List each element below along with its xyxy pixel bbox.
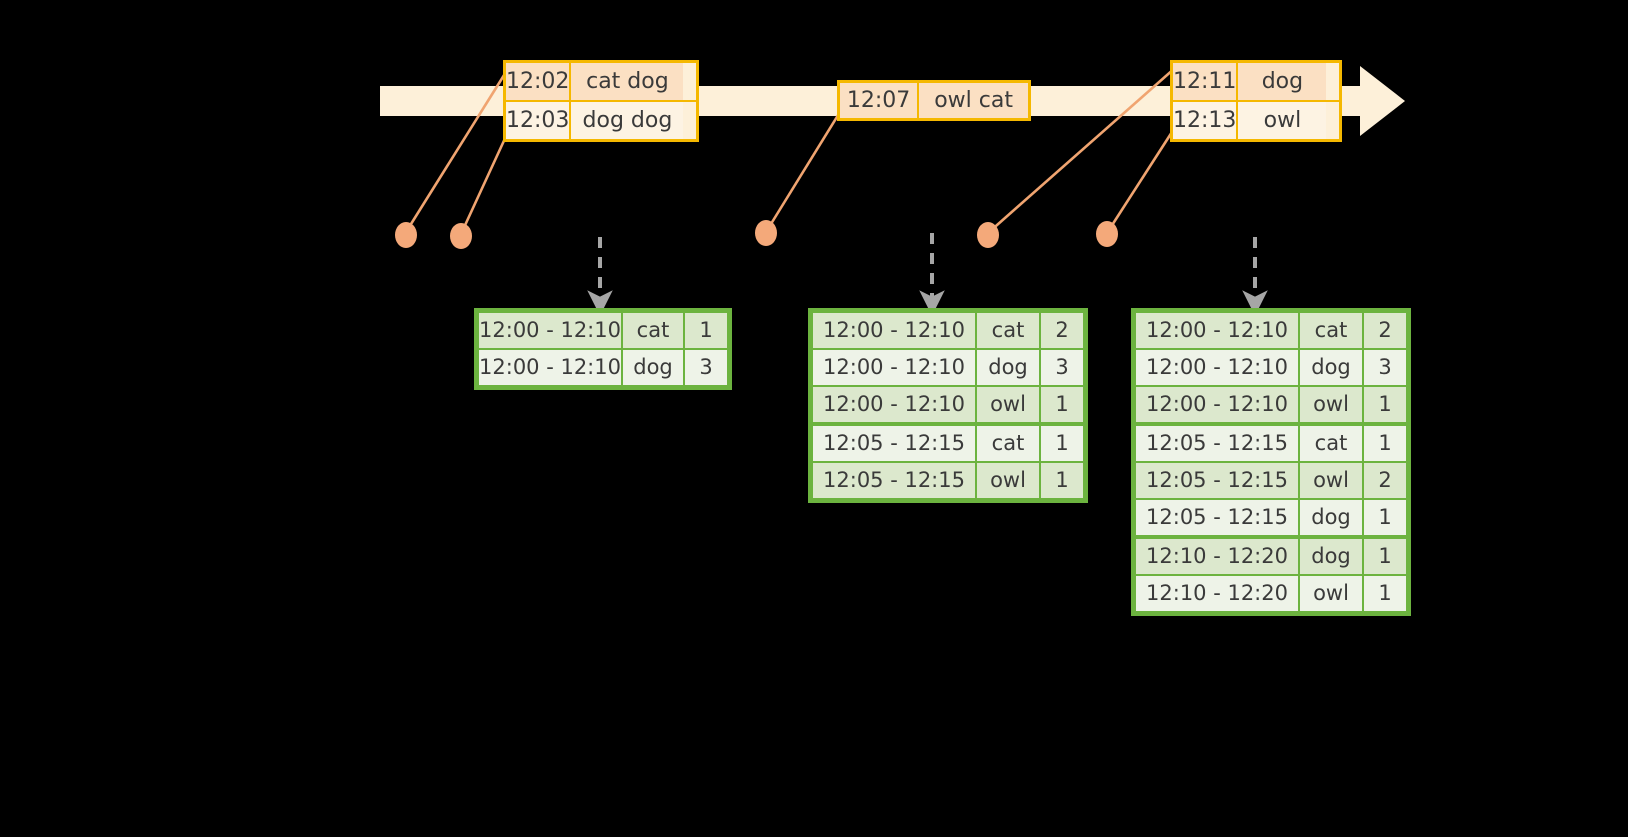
- window-group: 12:00 - 12:10 cat 2 12:00 - 12:10 dog 3 …: [813, 313, 1083, 422]
- result-table-1[interactable]: 12:00 - 12:10 cat 1 12:00 - 12:10 dog 3: [474, 308, 732, 390]
- window-group: 12:05 - 12:15 cat 1 12:05 - 12:15 owl 2 …: [1136, 426, 1406, 535]
- key-cell: dog: [977, 350, 1039, 385]
- key-cell: owl: [1300, 387, 1362, 422]
- table-row[interactable]: 12:00 - 12:10 owl 1: [1136, 387, 1406, 422]
- event-time: 12:11: [1173, 63, 1239, 100]
- count-cell: 1: [1364, 576, 1406, 611]
- result-table-2[interactable]: 12:00 - 12:10 cat 2 12:00 - 12:10 dog 3 …: [808, 308, 1088, 503]
- table-row[interactable]: 12:00 - 12:10 cat 2: [813, 313, 1083, 348]
- table-row[interactable]: 12:00 - 12:10 cat 1: [479, 313, 727, 348]
- table-row[interactable]: 12:05 - 12:15 owl 2: [1136, 463, 1406, 498]
- window-cell: 12:00 - 12:10: [1136, 387, 1298, 422]
- event-group-2[interactable]: 12:07 owl cat: [837, 80, 1031, 121]
- table-row[interactable]: 12:10 - 12:20 dog 1: [1136, 539, 1406, 574]
- count-cell: 1: [1364, 500, 1406, 535]
- event-row[interactable]: 12:07 owl cat: [840, 83, 1028, 118]
- count-cell: 1: [1364, 387, 1406, 422]
- count-cell: 2: [1364, 313, 1406, 348]
- window-cell: 12:10 - 12:20: [1136, 576, 1298, 611]
- count-cell: 1: [1041, 387, 1083, 422]
- event-row[interactable]: 12:03 dog dog: [506, 100, 696, 139]
- table-row[interactable]: 12:10 - 12:20 owl 1: [1136, 576, 1406, 611]
- key-cell: owl: [1300, 576, 1362, 611]
- window-cell: 12:00 - 12:10: [479, 313, 621, 348]
- count-cell: 1: [1041, 426, 1083, 461]
- event-payload: cat dog: [571, 63, 684, 100]
- window-cell: 12:05 - 12:15: [813, 426, 975, 461]
- event-payload: dog dog: [571, 102, 684, 139]
- window-cell: 12:00 - 12:10: [813, 313, 975, 348]
- window-cell: 12:10 - 12:20: [1136, 539, 1298, 574]
- count-cell: 3: [1364, 350, 1406, 385]
- count-cell: 1: [1041, 463, 1083, 498]
- window-cell: 12:05 - 12:15: [1136, 500, 1298, 535]
- table-row[interactable]: 12:00 - 12:10 owl 1: [813, 387, 1083, 422]
- count-cell: 2: [1364, 463, 1406, 498]
- key-cell: cat: [977, 313, 1039, 348]
- window-cell: 12:00 - 12:10: [479, 350, 621, 385]
- result-table-3[interactable]: 12:00 - 12:10 cat 2 12:00 - 12:10 dog 3 …: [1131, 308, 1411, 616]
- event-payload: dog: [1238, 63, 1327, 100]
- window-cell: 12:00 - 12:10: [1136, 313, 1298, 348]
- key-cell: dog: [623, 350, 683, 385]
- event-group-1[interactable]: 12:02 cat dog 12:03 dog dog: [503, 60, 699, 142]
- count-cell: 2: [1041, 313, 1083, 348]
- count-cell: 1: [1364, 426, 1406, 461]
- event-time: 12:13: [1173, 102, 1239, 139]
- count-cell: 1: [685, 313, 727, 348]
- key-cell: dog: [1300, 350, 1362, 385]
- key-cell: owl: [977, 387, 1039, 422]
- event-time: 12:03: [506, 102, 572, 139]
- window-group: 12:00 - 12:10 cat 1 12:00 - 12:10 dog 3: [479, 313, 727, 385]
- key-cell: dog: [1300, 500, 1362, 535]
- connector-lines: [404, 67, 1176, 235]
- table-row[interactable]: 12:00 - 12:10 dog 3: [479, 350, 727, 385]
- window-cell: 12:00 - 12:10: [813, 350, 975, 385]
- window-cell: 12:00 - 12:10: [813, 387, 975, 422]
- key-cell: cat: [1300, 313, 1362, 348]
- table-row[interactable]: 12:00 - 12:10 cat 2: [1136, 313, 1406, 348]
- event-group-3[interactable]: 12:11 dog 12:13 owl: [1170, 60, 1342, 142]
- table-row[interactable]: 12:05 - 12:15 cat 1: [813, 426, 1083, 461]
- event-time: 12:07: [840, 83, 920, 118]
- count-cell: 1: [1364, 539, 1406, 574]
- window-group: 12:05 - 12:15 cat 1 12:05 - 12:15 owl 1: [813, 426, 1083, 498]
- window-cell: 12:05 - 12:15: [1136, 426, 1298, 461]
- window-cell: 12:05 - 12:15: [813, 463, 975, 498]
- event-row[interactable]: 12:02 cat dog: [506, 63, 696, 100]
- key-cell: dog: [1300, 539, 1362, 574]
- table-row[interactable]: 12:05 - 12:15 cat 1: [1136, 426, 1406, 461]
- key-cell: cat: [623, 313, 683, 348]
- window-group: 12:10 - 12:20 dog 1 12:10 - 12:20 owl 1: [1136, 539, 1406, 611]
- event-row[interactable]: 12:13 owl: [1173, 100, 1339, 139]
- key-cell: owl: [1300, 463, 1362, 498]
- table-row[interactable]: 12:05 - 12:15 dog 1: [1136, 500, 1406, 535]
- key-cell: owl: [977, 463, 1039, 498]
- table-row[interactable]: 12:00 - 12:10 dog 3: [813, 350, 1083, 385]
- window-cell: 12:05 - 12:15: [1136, 463, 1298, 498]
- event-row[interactable]: 12:11 dog: [1173, 63, 1339, 100]
- window-cell: 12:00 - 12:10: [1136, 350, 1298, 385]
- table-row[interactable]: 12:00 - 12:10 dog 3: [1136, 350, 1406, 385]
- window-group: 12:00 - 12:10 cat 2 12:00 - 12:10 dog 3 …: [1136, 313, 1406, 422]
- event-time: 12:02: [506, 63, 572, 100]
- table-row[interactable]: 12:05 - 12:15 owl 1: [813, 463, 1083, 498]
- key-cell: cat: [977, 426, 1039, 461]
- count-cell: 3: [1041, 350, 1083, 385]
- event-dots: [395, 220, 1118, 249]
- count-cell: 3: [685, 350, 727, 385]
- event-payload: owl: [1238, 102, 1327, 139]
- event-payload: owl cat: [919, 83, 1028, 118]
- emit-arrows: [587, 233, 1268, 316]
- key-cell: cat: [1300, 426, 1362, 461]
